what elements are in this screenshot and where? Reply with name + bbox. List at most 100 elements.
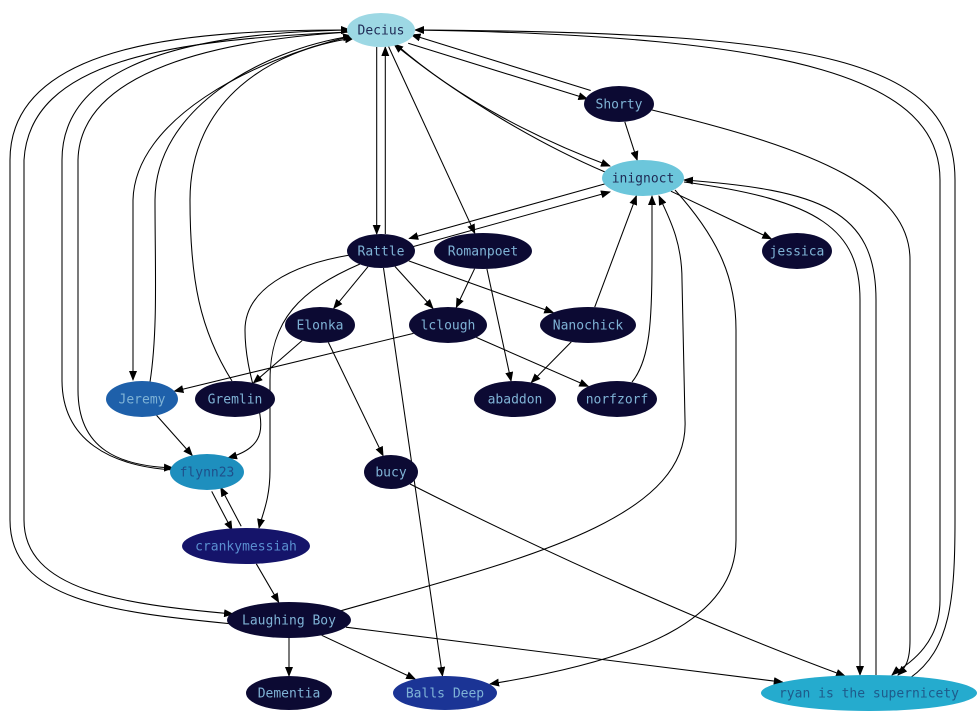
node-norfzorf[interactable]: norfzorf bbox=[577, 381, 657, 417]
edge-ryan-to-decius bbox=[414, 26, 956, 679]
node-label-jessica: jessica bbox=[770, 245, 825, 260]
node-inignoct[interactable]: inignoct bbox=[602, 160, 684, 196]
node-label-ryan: ryan is the supernicety bbox=[779, 687, 959, 702]
edge-flynn23-to-crankymessiah bbox=[211, 491, 233, 531]
node-label-rattle: Rattle bbox=[358, 245, 405, 260]
edge-decius-to-laughingboy bbox=[23, 31, 350, 618]
node-label-dementia: Dementia bbox=[258, 687, 321, 702]
edge-norfzorf-to-inignoct bbox=[631, 195, 656, 383]
edge-inignoct-to-ballsdeep bbox=[489, 189, 737, 687]
node-label-romanpoet: Romanpoet bbox=[448, 245, 518, 260]
node-jeremy[interactable]: Jeremy bbox=[106, 381, 178, 417]
node-shape-shorty bbox=[584, 86, 654, 122]
node-flynn23[interactable]: flynn23 bbox=[170, 454, 244, 490]
node-decius[interactable]: Decius bbox=[347, 13, 415, 47]
edge-elonka-to-bucy bbox=[327, 342, 384, 457]
edge-elonka-to-gremlin bbox=[252, 340, 303, 384]
edge-decius-to-romanpoet bbox=[388, 46, 476, 235]
node-label-nanochick: Nanochick bbox=[553, 319, 624, 334]
node-shape-dementia bbox=[246, 676, 332, 710]
node-bucy[interactable]: bucy bbox=[364, 455, 418, 489]
node-abaddon[interactable]: abaddon bbox=[474, 381, 556, 417]
edge-rattle-to-elonka bbox=[333, 266, 369, 310]
node-romanpoet[interactable]: Romanpoet bbox=[434, 233, 532, 269]
edge-crankymessiah-to-laughingboy bbox=[255, 563, 280, 604]
edge-rattle-to-inignoct bbox=[412, 190, 611, 248]
node-shape-gremlin bbox=[195, 381, 275, 417]
edge-flynn23-to-decius bbox=[61, 26, 351, 471]
node-crankymessiah[interactable]: crankymessiah bbox=[182, 528, 310, 564]
edges-layer bbox=[9, 26, 956, 687]
edge-inignoct-to-ryan bbox=[683, 181, 864, 676]
edge-decius-to-ryan bbox=[414, 29, 941, 676]
node-dementia[interactable]: Dementia bbox=[246, 676, 332, 710]
edge-inignoct-to-decius bbox=[393, 43, 606, 173]
node-label-crankymessiah: crankymessiah bbox=[195, 540, 297, 555]
edge-bucy-to-ryan bbox=[409, 483, 846, 677]
node-shape-norfzorf bbox=[577, 381, 657, 417]
edge-rattle-to-lclough bbox=[394, 266, 434, 310]
node-label-lclough: lclough bbox=[421, 319, 476, 334]
node-nanochick[interactable]: Nanochick bbox=[540, 307, 636, 343]
node-rattle[interactable]: Rattle bbox=[347, 234, 415, 268]
node-label-flynn23: flynn23 bbox=[180, 466, 235, 481]
edge-rattle-to-flynn23 bbox=[227, 254, 351, 460]
node-elonka[interactable]: Elonka bbox=[285, 307, 355, 343]
node-label-jeremy: Jeremy bbox=[119, 393, 166, 408]
node-label-ballsdeep: Balls Deep bbox=[406, 687, 484, 702]
node-shape-rattle bbox=[347, 234, 415, 268]
edge-inignoct-to-jessica bbox=[670, 190, 773, 240]
node-shape-elonka bbox=[285, 307, 355, 343]
node-jessica[interactable]: jessica bbox=[762, 233, 832, 269]
edge-rattle-to-nanochick bbox=[408, 260, 555, 314]
edge-decius-to-flynn23 bbox=[77, 31, 351, 472]
node-label-abaddon: abaddon bbox=[488, 393, 543, 408]
node-shape-jessica bbox=[762, 233, 832, 269]
node-gremlin[interactable]: Gremlin bbox=[195, 381, 275, 417]
edge-shorty-to-ryan bbox=[651, 109, 911, 676]
node-shape-ryan bbox=[761, 675, 977, 711]
node-label-elonka: Elonka bbox=[297, 319, 344, 334]
node-laughingboy[interactable]: Laughing Boy bbox=[227, 602, 351, 638]
node-shape-jeremy bbox=[106, 381, 178, 417]
edge-rattle-to-crankymessiah bbox=[257, 263, 361, 529]
node-shape-nanochick bbox=[540, 307, 636, 343]
node-label-laughingboy: Laughing Boy bbox=[242, 614, 336, 629]
node-shape-crankymessiah bbox=[182, 528, 310, 564]
node-shape-laughingboy bbox=[227, 602, 351, 638]
edge-inignoct-to-rattle bbox=[408, 182, 607, 240]
node-label-inignoct: inignoct bbox=[612, 172, 675, 187]
edge-laughingboy-to-inignoct bbox=[339, 195, 686, 612]
edge-nanochick-to-abaddon bbox=[530, 341, 572, 384]
edge-shorty-to-decius bbox=[410, 33, 591, 92]
edge-jeremy-to-flynn23 bbox=[156, 415, 193, 457]
node-shape-bucy bbox=[364, 455, 418, 489]
node-shape-decius bbox=[347, 13, 415, 47]
node-shorty[interactable]: Shorty bbox=[584, 86, 654, 122]
node-ryan[interactable]: ryan is the supernicety bbox=[761, 675, 977, 711]
node-ballsdeep[interactable]: Balls Deep bbox=[393, 676, 497, 710]
node-label-shorty: Shorty bbox=[596, 98, 643, 113]
edge-lclough-to-jeremy bbox=[173, 332, 414, 393]
node-shape-romanpoet bbox=[434, 233, 532, 269]
edge-nanochick-to-inignoct bbox=[594, 194, 637, 308]
edge-decius-to-shorty bbox=[408, 42, 589, 101]
edge-romanpoet-to-lclough bbox=[455, 268, 476, 309]
edge-lclough-to-norfzorf bbox=[476, 336, 590, 387]
node-lclough[interactable]: lclough bbox=[409, 307, 487, 343]
edge-laughingboy-to-decius bbox=[9, 26, 351, 625]
edge-laughingboy-to-ryan bbox=[345, 626, 784, 686]
node-shape-flynn23 bbox=[170, 454, 244, 490]
node-label-norfzorf: norfzorf bbox=[586, 393, 649, 408]
node-shape-ballsdeep bbox=[393, 676, 497, 710]
node-shape-inignoct bbox=[602, 160, 684, 196]
node-shape-abaddon bbox=[474, 381, 556, 417]
edge-shorty-to-inignoct bbox=[624, 121, 639, 162]
node-label-gremlin: Gremlin bbox=[208, 393, 263, 408]
edge-jeremy-to-decius bbox=[149, 33, 353, 383]
edge-ryan-to-inignoct bbox=[683, 176, 877, 675]
edge-crankymessiah-to-flynn23 bbox=[220, 486, 242, 527]
